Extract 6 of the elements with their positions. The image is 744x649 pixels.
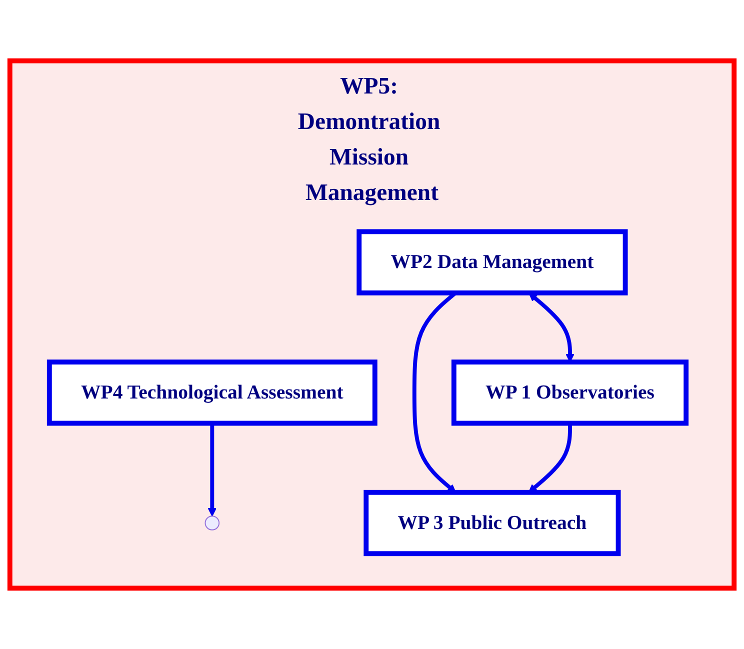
arrow bbox=[208, 423, 216, 516]
node-box: WP 1 Observatories bbox=[451, 360, 689, 426]
node-box: WP4 Technological Assessment bbox=[46, 360, 378, 426]
node-box: WP 3 Public Outreach bbox=[364, 490, 621, 556]
node-box: WP2 Data Management bbox=[356, 229, 628, 296]
arrow bbox=[528, 292, 574, 362]
